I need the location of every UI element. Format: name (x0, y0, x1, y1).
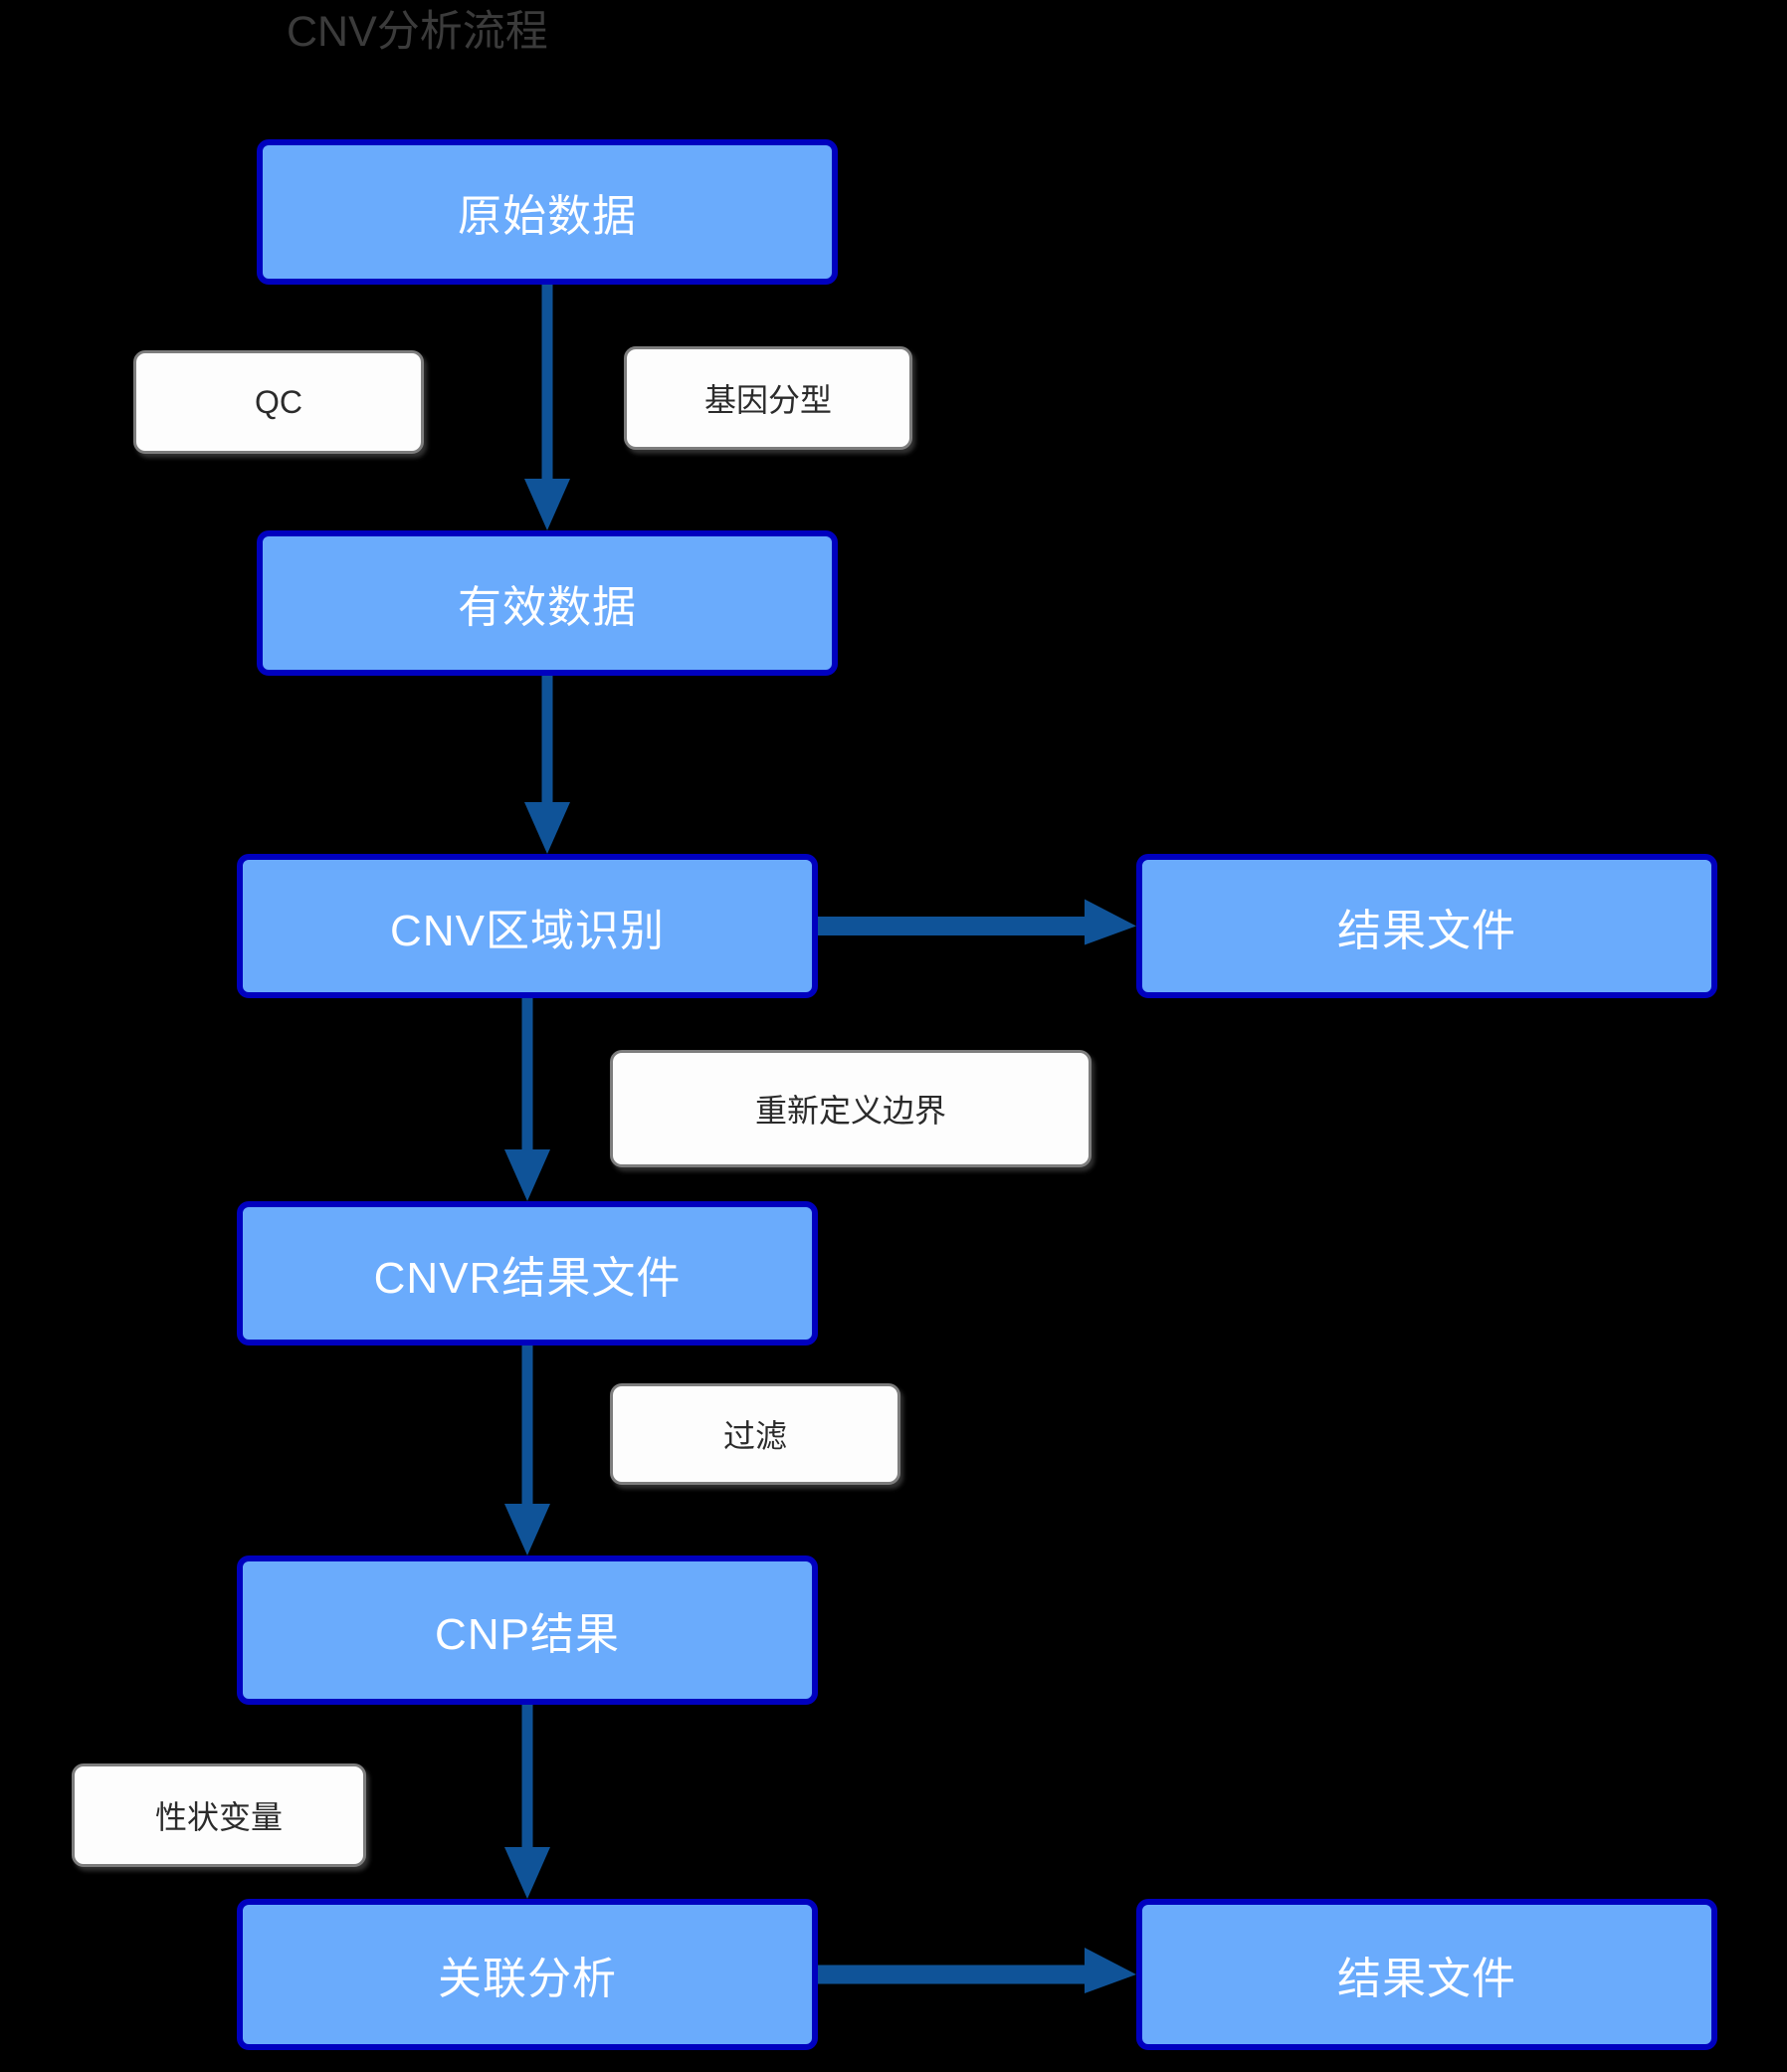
edge-label-text: 基因分型 (703, 382, 832, 418)
node-result-file-2[interactable]: 结果文件 (1136, 1899, 1717, 2050)
arrow-cnvr-to-cnp (504, 1346, 550, 1555)
node-label: CNV区域识别 (390, 906, 665, 955)
edge-label-text: 性状变量 (154, 1799, 283, 1835)
edge-label-genotyping[interactable]: 基因分型 (624, 346, 912, 450)
node-label: 有效数据 (458, 583, 637, 632)
arrow-cnp-to-assoc (504, 1705, 550, 1899)
edge-label-text: QC (255, 383, 302, 420)
edge-label-text: 过滤 (722, 1418, 787, 1454)
edge-label-trait-variable[interactable]: 性状变量 (72, 1763, 366, 1867)
node-label: 结果文件 (1337, 906, 1516, 955)
arrow-cnv-to-result1 (818, 899, 1136, 945)
edge-label-text: 重新定义边界 (754, 1093, 946, 1129)
node-label: 关联分析 (438, 1955, 617, 2003)
node-raw-data[interactable]: 原始数据 (257, 139, 838, 285)
edge-label-filter[interactable]: 过滤 (610, 1383, 900, 1485)
arrow-raw-to-valid (524, 285, 570, 530)
node-label: 结果文件 (1337, 1955, 1516, 2003)
node-cnp-result[interactable]: CNP结果 (237, 1555, 818, 1705)
arrow-cnv-to-cnvr (504, 998, 550, 1201)
page-title: CNV分析流程 (287, 8, 548, 56)
arrow-valid-to-cnv (524, 676, 570, 854)
edge-label-redefine[interactable]: 重新定义边界 (610, 1050, 1092, 1167)
node-label: 原始数据 (458, 192, 637, 241)
node-cnv-region[interactable]: CNV区域识别 (237, 854, 818, 998)
node-result-file-1[interactable]: 结果文件 (1136, 854, 1717, 998)
node-label: CNVR结果文件 (373, 1253, 682, 1303)
arrow-assoc-to-result2 (818, 1948, 1136, 1993)
edge-label-qc[interactable]: QC (133, 350, 424, 454)
node-valid-data[interactable]: 有效数据 (257, 530, 838, 676)
node-cnvr-result[interactable]: CNVR结果文件 (237, 1201, 818, 1346)
node-assoc-analysis[interactable]: 关联分析 (237, 1899, 818, 2050)
node-label: CNP结果 (435, 1610, 620, 1659)
